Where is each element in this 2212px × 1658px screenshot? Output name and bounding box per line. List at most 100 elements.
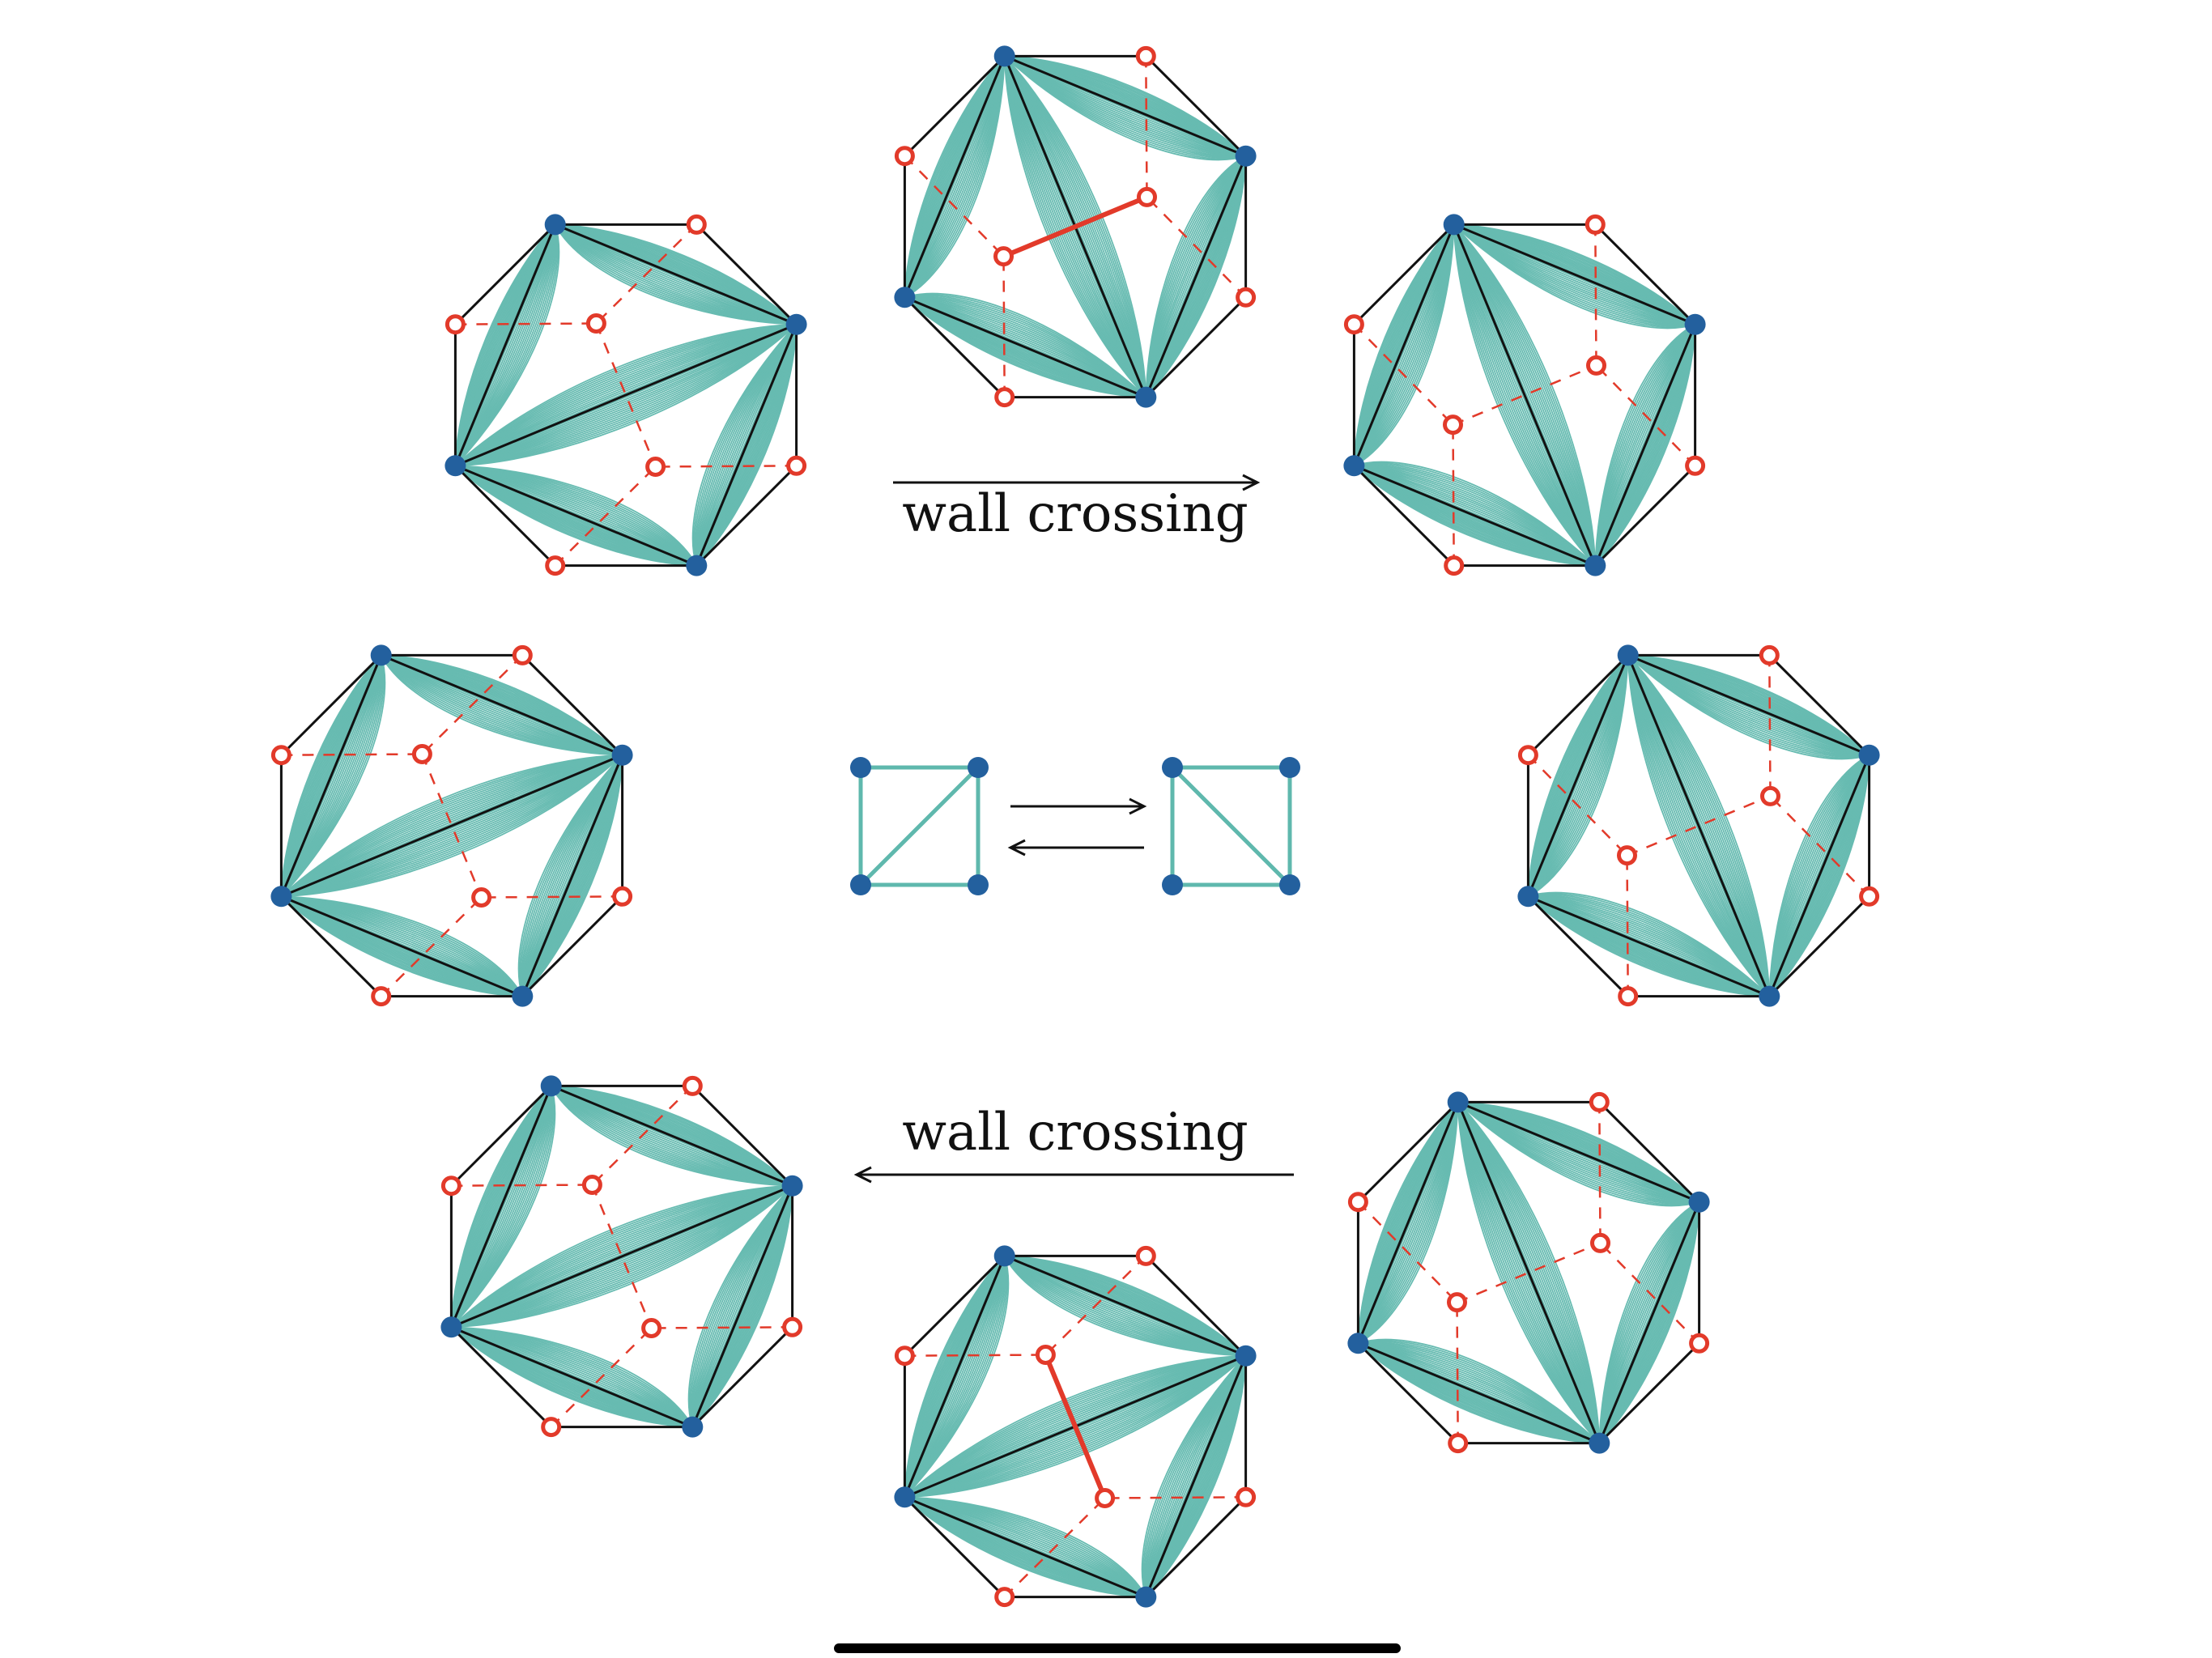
dual-edge bbox=[1768, 655, 1772, 797]
red-ring-icon bbox=[1095, 1488, 1116, 1508]
triangle-edge bbox=[1004, 1255, 1247, 1358]
flow-line bbox=[451, 1184, 793, 1329]
red-ring-icon bbox=[371, 986, 392, 1007]
flow-line bbox=[696, 324, 798, 567]
flow-line bbox=[1594, 324, 1696, 566]
flow-line bbox=[696, 324, 798, 566]
flow-line bbox=[904, 1256, 1007, 1498]
flow-line bbox=[554, 223, 797, 325]
flow-line bbox=[1528, 895, 1770, 997]
flow-line bbox=[1353, 223, 1455, 466]
flow-line bbox=[1354, 465, 1596, 567]
flow-line bbox=[551, 1085, 793, 1187]
flow-line bbox=[696, 324, 798, 566]
flow-line bbox=[1353, 224, 1455, 466]
flow-line bbox=[450, 1326, 693, 1428]
flow-line bbox=[1528, 895, 1770, 997]
flow-line bbox=[1004, 55, 1247, 157]
flow-line bbox=[1004, 55, 1246, 157]
dual-edge bbox=[1527, 754, 1628, 857]
flow-line bbox=[1768, 755, 1870, 997]
flow-line bbox=[1457, 1101, 1699, 1203]
flow-line bbox=[1353, 223, 1455, 466]
flow-line bbox=[1457, 1101, 1699, 1203]
flow-line bbox=[1457, 1102, 1601, 1443]
flow-line bbox=[1627, 654, 1870, 759]
red-ring-icon bbox=[1448, 1433, 1469, 1454]
flow-line bbox=[280, 895, 523, 997]
flow-line bbox=[1145, 155, 1247, 397]
triangle-edge bbox=[691, 1185, 793, 1428]
blue-dot-icon bbox=[1235, 145, 1257, 167]
flow-line bbox=[1145, 1355, 1247, 1597]
flow-line bbox=[1004, 55, 1246, 157]
flow-line bbox=[1354, 465, 1596, 567]
red-ring-icon bbox=[612, 886, 633, 907]
blue-dot-icon bbox=[993, 1245, 1015, 1267]
flow-line bbox=[554, 223, 797, 325]
dual-edge bbox=[554, 466, 657, 567]
dual-edge bbox=[380, 896, 483, 997]
flow-line bbox=[1004, 55, 1246, 159]
flow-line bbox=[1627, 654, 1870, 756]
flow-line bbox=[454, 323, 797, 467]
flow-line bbox=[1598, 1201, 1700, 1443]
home-indicator[interactable] bbox=[834, 1643, 1401, 1653]
triangle-edge bbox=[280, 895, 523, 997]
triangle-edge bbox=[1353, 223, 1456, 466]
flow-line bbox=[1357, 1102, 1459, 1344]
flow-line bbox=[381, 654, 623, 756]
flow-line bbox=[1594, 324, 1696, 566]
flow-line bbox=[555, 223, 798, 325]
flow-line bbox=[454, 224, 556, 466]
red-ring-icon bbox=[1135, 45, 1156, 66]
flow-line bbox=[1142, 1355, 1247, 1597]
flow-line bbox=[1354, 465, 1596, 567]
flow-line bbox=[451, 1326, 694, 1428]
blue-dot-icon bbox=[781, 1175, 803, 1197]
flow-line bbox=[1598, 1201, 1700, 1444]
flow-line bbox=[450, 1086, 553, 1328]
dual-edge bbox=[1769, 795, 1870, 898]
flow-line bbox=[380, 654, 623, 756]
blue-dot-icon bbox=[270, 886, 292, 908]
flow-line bbox=[451, 1185, 793, 1329]
flow-line bbox=[450, 1326, 693, 1428]
flow-line bbox=[381, 654, 623, 756]
flow-line bbox=[381, 654, 623, 756]
flow-line bbox=[454, 465, 697, 567]
flow-line bbox=[1457, 1102, 1600, 1444]
flow-line bbox=[1354, 462, 1596, 567]
flow-line bbox=[1354, 463, 1596, 567]
flow-line bbox=[1453, 223, 1695, 329]
triangle-edge bbox=[454, 223, 557, 466]
flow-line bbox=[691, 1185, 793, 1427]
flow-line bbox=[551, 1085, 793, 1187]
flow-line bbox=[1594, 324, 1696, 566]
flow-line bbox=[451, 1184, 793, 1329]
dual-edge bbox=[421, 754, 483, 898]
flow-line bbox=[1353, 224, 1455, 466]
arrow-head bbox=[1242, 474, 1261, 491]
blue-dot-icon bbox=[968, 874, 989, 895]
dual-edge bbox=[1104, 1496, 1246, 1499]
red-ring-icon bbox=[1685, 455, 1706, 476]
flow-line bbox=[1527, 655, 1629, 898]
flow-line bbox=[904, 1256, 1006, 1498]
flow-line bbox=[1453, 223, 1696, 325]
flow-line bbox=[1594, 324, 1696, 566]
flow-line bbox=[1527, 655, 1629, 897]
flow-line bbox=[904, 55, 1006, 298]
flow-line bbox=[904, 1255, 1006, 1498]
flow-line bbox=[1527, 655, 1629, 897]
flow-line bbox=[1145, 155, 1247, 398]
flow-line bbox=[1453, 223, 1695, 328]
flow-line bbox=[1627, 655, 1771, 997]
flow-line bbox=[691, 1185, 793, 1428]
flow-line bbox=[1598, 1201, 1700, 1443]
octagon-6 bbox=[1347, 1091, 1710, 1454]
flow-line bbox=[1004, 1255, 1246, 1357]
dual-edge bbox=[1452, 424, 1455, 566]
flow-line bbox=[281, 895, 523, 997]
